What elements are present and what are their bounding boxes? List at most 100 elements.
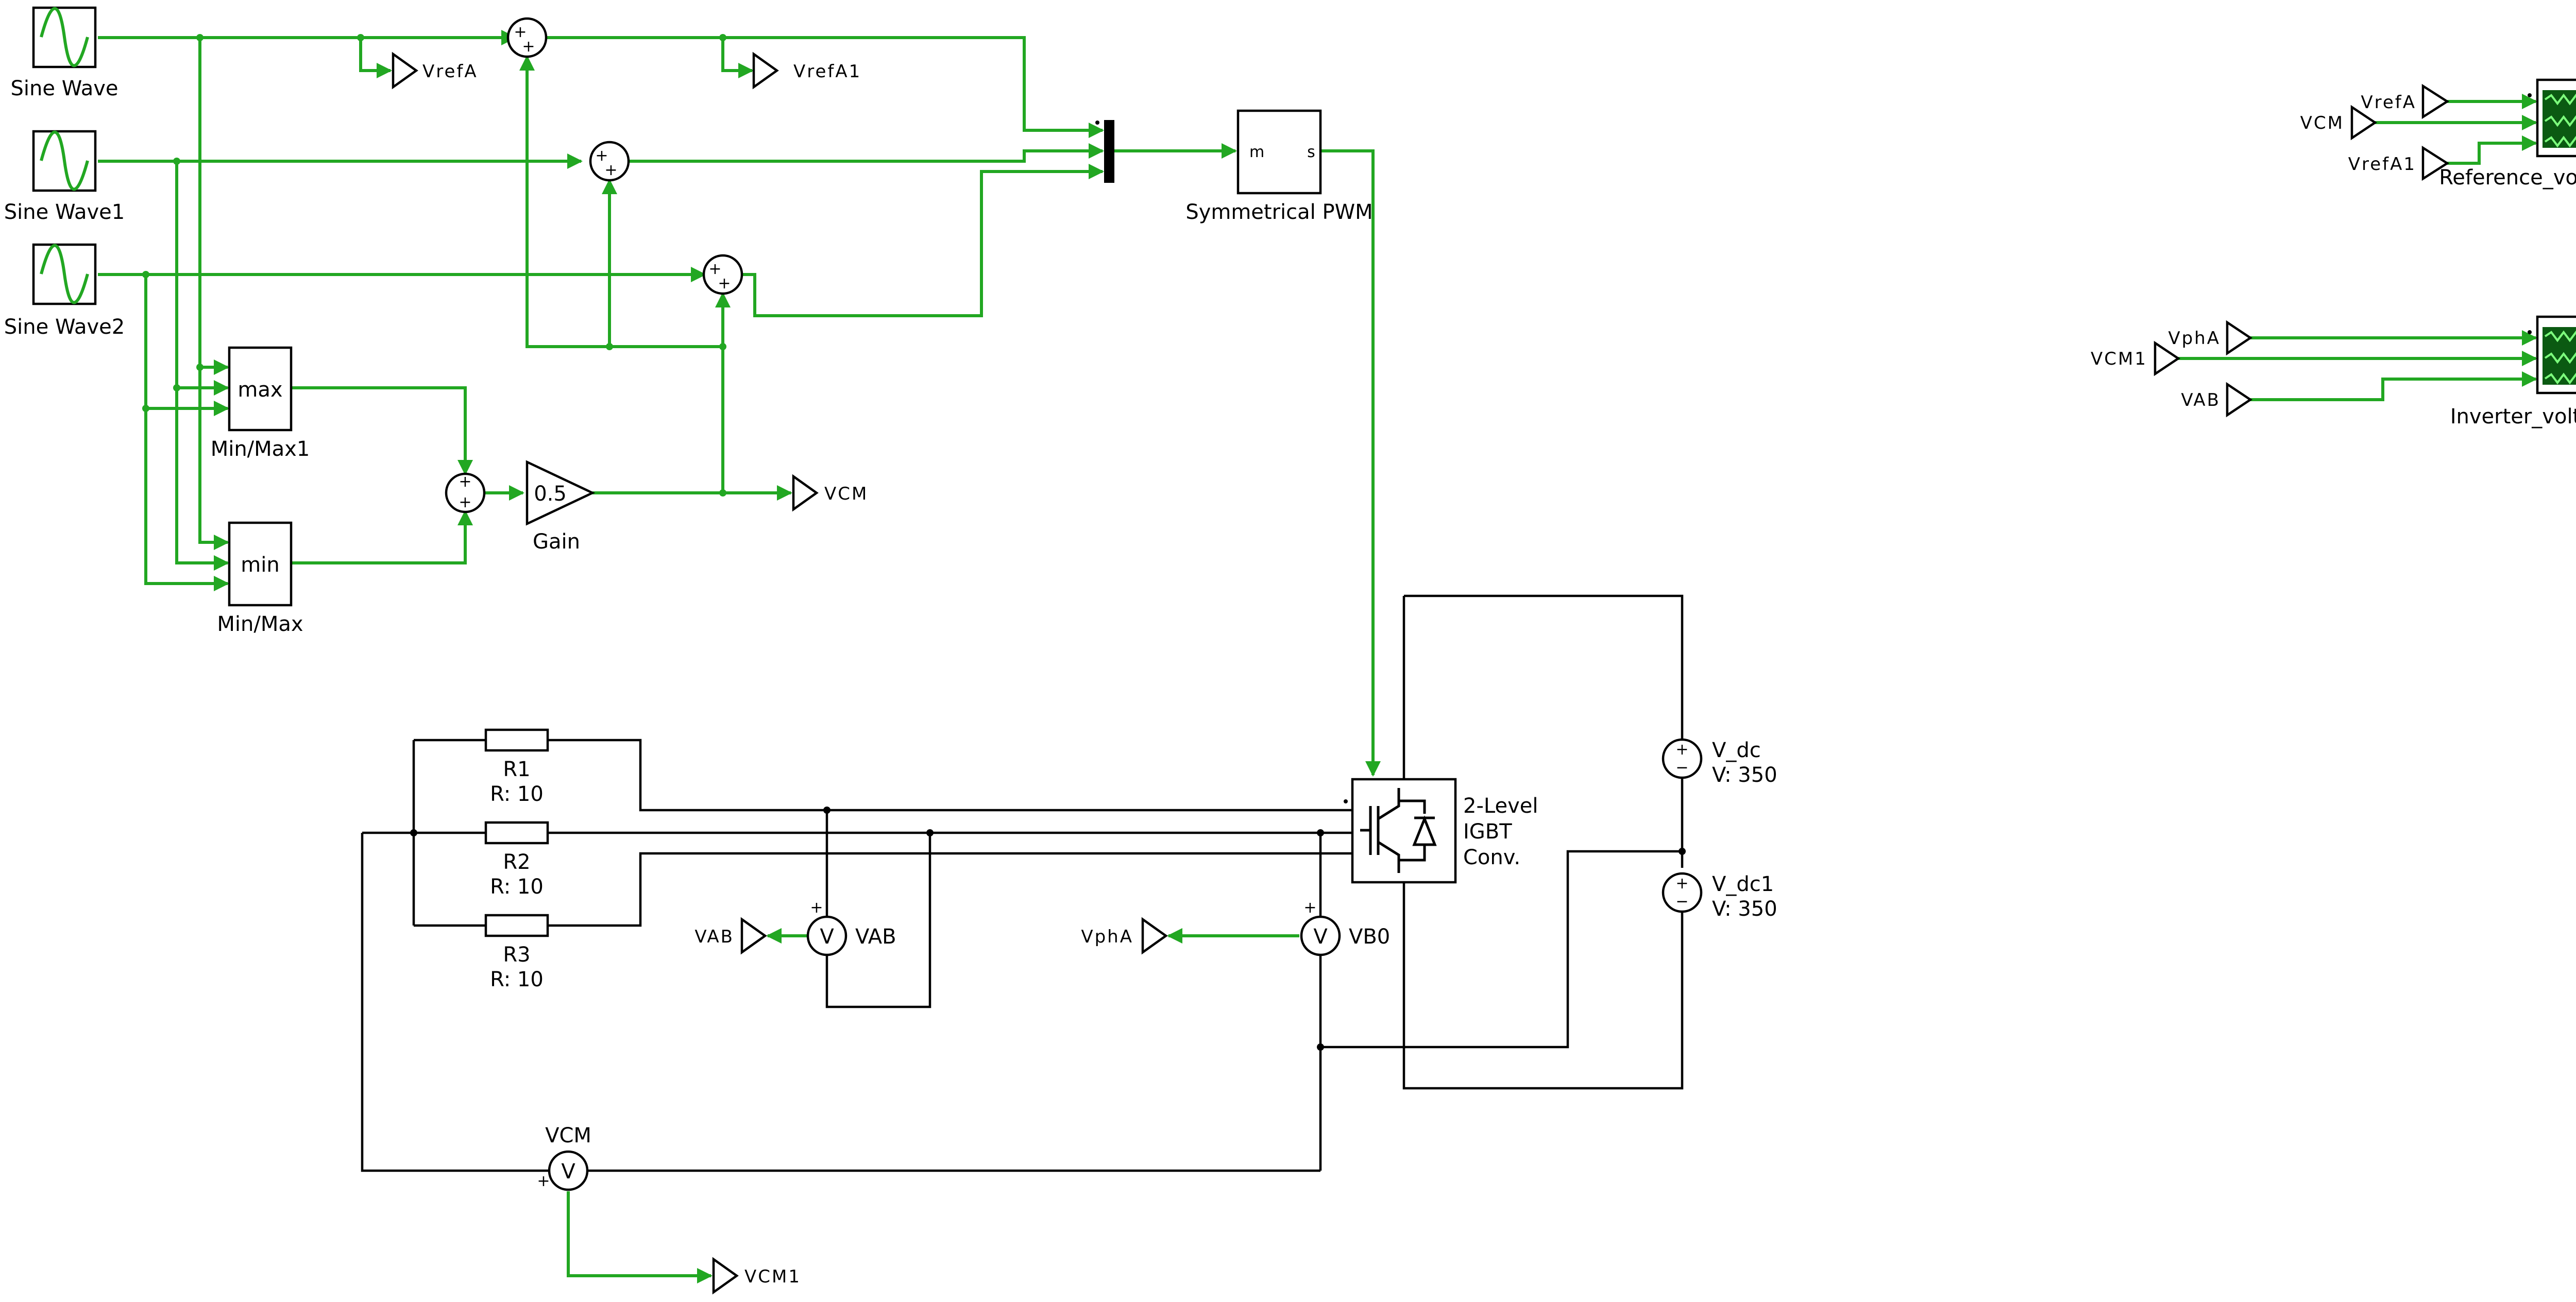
- voltmeter-vab[interactable]: V + VAB: [806, 899, 896, 956]
- voltmeter-vcm[interactable]: V + VCM: [537, 1124, 591, 1191]
- svg-text:R: 10: R: 10: [490, 875, 544, 899]
- svg-text:VphA: VphA: [2168, 328, 2221, 349]
- min-block-label: Min/Max: [217, 612, 303, 636]
- resistor-r1[interactable]: R1 R: 10: [484, 728, 549, 806]
- svg-text:VrefA1: VrefA1: [793, 61, 861, 82]
- svg-text:V: V: [561, 1160, 575, 1184]
- svg-text:IGBT: IGBT: [1463, 820, 1512, 844]
- svg-text:+: +: [522, 38, 535, 56]
- sine-wave-label: Sine Wave: [11, 77, 118, 100]
- igbt-icon: [1360, 788, 1437, 873]
- svg-text:V: 350: V: 350: [1712, 897, 1777, 921]
- tag-vcm1[interactable]: VCM1: [712, 1257, 801, 1295]
- sum-block-a[interactable]: + +: [506, 17, 548, 58]
- scope-tag-vphA: [2226, 320, 2253, 356]
- signal-wires: [98, 30, 2537, 1283]
- igbt-converter[interactable]: 2-Level IGBT Conv.: [1344, 778, 1538, 884]
- svg-text:s: s: [1307, 143, 1315, 161]
- max-block-label: Min/Max1: [211, 437, 310, 461]
- scope-tag-vab: [2226, 382, 2253, 418]
- voltmeter-vb0-label: VB0: [1349, 925, 1390, 949]
- svg-text:+: +: [537, 1172, 550, 1190]
- tag-vcm[interactable]: VCM: [792, 474, 868, 512]
- reference-voltages-scope[interactable]: VrefA VCM VrefA1 Reference_voltages_RZM: [2300, 78, 2576, 190]
- scope-tag-vrefA: [2421, 83, 2450, 119]
- svg-text:VAB: VAB: [2181, 390, 2221, 410]
- svg-text:VrefA: VrefA: [2361, 92, 2416, 113]
- sum-block-c[interactable]: + +: [702, 254, 743, 295]
- svg-text:VphA: VphA: [1081, 927, 1133, 947]
- sine-wave2-source[interactable]: Sine Wave2: [4, 243, 125, 339]
- max-block[interactable]: max Min/Max1: [211, 346, 310, 461]
- mux-block[interactable]: [1095, 120, 1114, 183]
- svg-text:R: 10: R: 10: [490, 782, 544, 806]
- resistor-r2[interactable]: R2 R: 10: [484, 821, 549, 899]
- svg-text:−: −: [1675, 759, 1688, 777]
- svg-text:min: min: [241, 553, 279, 577]
- min-block[interactable]: min Min/Max: [217, 521, 303, 636]
- svg-text:+: +: [1675, 875, 1688, 893]
- sine-wave1-label: Sine Wave1: [4, 200, 125, 224]
- svg-text:VrefA1: VrefA1: [2348, 154, 2416, 175]
- svg-text:R1: R1: [503, 758, 530, 781]
- gain-label: Gain: [533, 530, 580, 554]
- pwm-label: Symmetrical PWM: [1185, 200, 1372, 224]
- svg-text:V_dc1: V_dc1: [1712, 872, 1774, 896]
- svg-text:+: +: [514, 23, 527, 41]
- svg-text:+: +: [459, 493, 471, 511]
- scope-tag-vrefA1: [2421, 145, 2450, 181]
- resistor-r3[interactable]: R3 R: 10: [484, 914, 549, 991]
- svg-text:VrefA: VrefA: [422, 61, 478, 82]
- gain-block[interactable]: 0.5 Gain: [526, 460, 596, 554]
- svg-text:R: 10: R: 10: [490, 968, 544, 991]
- svg-text:R2: R2: [503, 850, 530, 874]
- svg-text:Conv.: Conv.: [1463, 846, 1520, 869]
- svg-text:0.5: 0.5: [534, 482, 567, 506]
- svg-text:+: +: [1303, 899, 1316, 917]
- svg-text:V: V: [820, 925, 834, 949]
- svg-text:+: +: [604, 161, 617, 179]
- scope-tag-vcm: [2350, 105, 2378, 141]
- svg-text:VAB: VAB: [694, 927, 734, 947]
- reference-scope-label: Reference_voltages_RZM: [2439, 166, 2576, 190]
- svg-text:+: +: [1675, 741, 1688, 759]
- tag-vrefA[interactable]: VrefA: [392, 52, 478, 90]
- voltmeter-vcm-label: VCM: [545, 1124, 591, 1147]
- electrical-wires: [361, 594, 1686, 1172]
- svg-text:+: +: [708, 260, 721, 278]
- dc-source-vdc[interactable]: + − V_dc V: 350: [1662, 738, 1777, 787]
- tag-vab[interactable]: VAB: [694, 917, 767, 955]
- svg-text:m: m: [1249, 143, 1264, 161]
- sine-icon: [40, 7, 89, 67]
- svg-text:R3: R3: [503, 943, 530, 967]
- svg-text:2-Level: 2-Level: [1463, 794, 1538, 818]
- sine-wave-source[interactable]: Sine Wave: [11, 6, 118, 100]
- svg-text:VCM: VCM: [824, 484, 868, 504]
- sum-block-b[interactable]: + +: [589, 141, 630, 182]
- svg-text:V: V: [1313, 925, 1328, 949]
- voltmeter-vab-label: VAB: [855, 925, 896, 949]
- scope-tag-vcm1: [2154, 340, 2181, 376]
- tag-vrefA1[interactable]: VrefA1: [752, 52, 861, 90]
- sine-icon: [40, 130, 89, 191]
- svg-text:−: −: [1675, 893, 1688, 911]
- sum-block-vcm[interactable]: + +: [445, 472, 486, 513]
- svg-text:+: +: [595, 147, 608, 165]
- tag-vphA[interactable]: VphA: [1081, 917, 1168, 955]
- dc-source-vdc1[interactable]: + − V_dc1 V: 350: [1662, 872, 1777, 921]
- svg-text:VCM1: VCM1: [2091, 349, 2147, 369]
- sine-wave1-source[interactable]: Sine Wave1: [4, 130, 125, 224]
- inverter-voltages-scope[interactable]: VphA VCM1 VAB Inverter_voltages_RZM: [2091, 315, 2576, 429]
- svg-text:+: +: [459, 473, 471, 491]
- symmetrical-pwm-block[interactable]: m s Symmetrical PWM: [1185, 109, 1373, 224]
- voltmeter-vb0[interactable]: V + VB0: [1300, 899, 1390, 956]
- sine-icon: [40, 244, 89, 304]
- sine-wave2-label: Sine Wave2: [4, 315, 125, 339]
- svg-text:VCM: VCM: [2300, 113, 2344, 133]
- svg-text:V_dc: V_dc: [1712, 739, 1761, 762]
- svg-text:VCM1: VCM1: [744, 1266, 801, 1287]
- svg-text:+: +: [810, 899, 823, 917]
- svg-text:V: 350: V: 350: [1712, 763, 1777, 787]
- inverter-scope-label: Inverter_voltages_RZM: [2450, 405, 2576, 429]
